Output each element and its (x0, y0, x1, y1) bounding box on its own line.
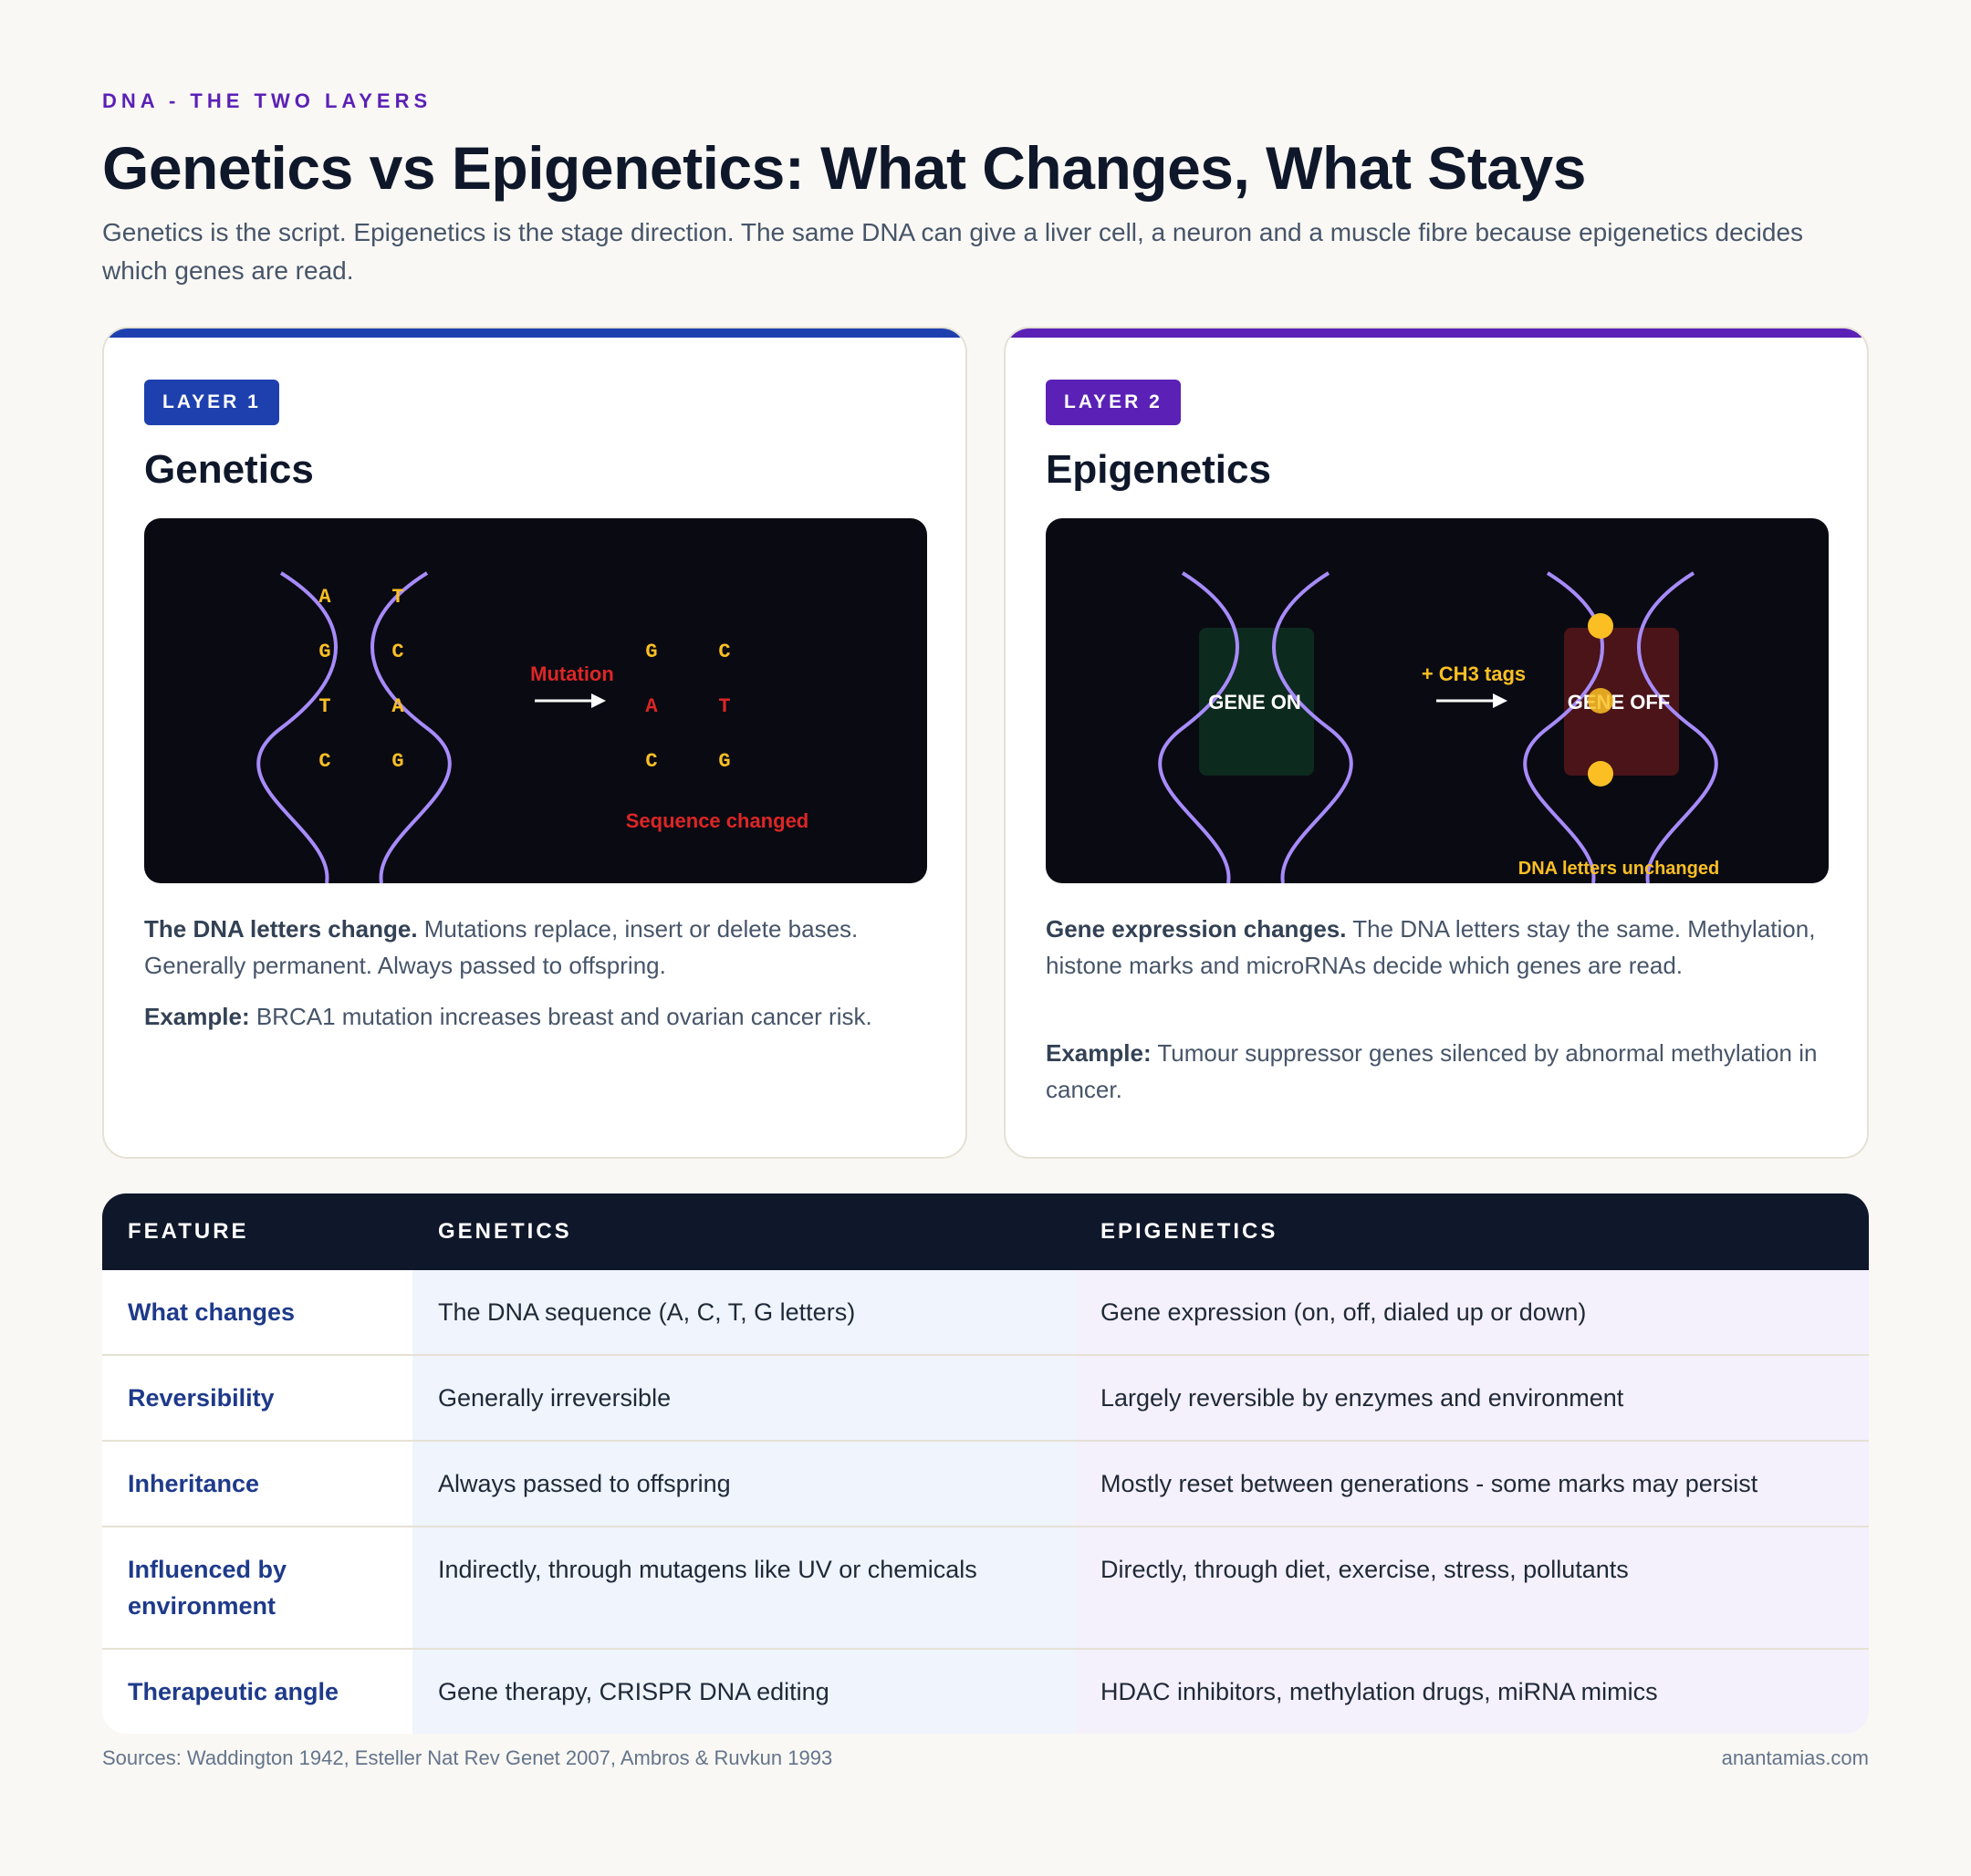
gene-off-box (1564, 628, 1679, 776)
table-header: FEATURE GENETICS EPIGENETICS (102, 1193, 1869, 1270)
dna-unchanged-caption: DNA letters unchanged (1518, 859, 1719, 879)
base-mutated-left-2: A (645, 695, 658, 718)
comparison-table: FEATURE GENETICS EPIGENETICS What change… (102, 1193, 1869, 1734)
epigenetics-desc-bold: Gene expression changes. (1046, 915, 1347, 943)
genetics-example-label: Example: (144, 1003, 250, 1030)
gene-on-box (1199, 628, 1314, 776)
methyl-tag-icon (1588, 688, 1613, 714)
epigenetics-cell: Largely reversible by enzymes and enviro… (1075, 1356, 1869, 1440)
base-mutated-left-1: G (645, 641, 657, 663)
kicker: DNA - THE TWO LAYERS (102, 89, 433, 112)
genetics-card: LAYER 1 Genetics A G T C T C A G G A C (102, 327, 967, 1159)
page-title: Genetics vs Epigenetics: What Changes, W… (102, 134, 1586, 202)
genetics-layer-badge: LAYER 1 (144, 380, 279, 425)
dna-strand-on-right (1272, 571, 1353, 883)
genetics-diagram: A G T C T C A G G A C C T G Mutation (144, 518, 927, 883)
base-mutated-right-3: G (718, 750, 730, 773)
epigenetics-diagram: GENE ON + CH3 tags GENE OFF DNA letters … (1046, 518, 1829, 883)
feature-cell: Reversibility (102, 1356, 412, 1440)
sequence-changed-caption: Sequence changed (626, 809, 809, 832)
genetics-desc-bold: The DNA letters change. (144, 915, 418, 943)
genetics-example: Example: BRCA1 mutation increases breast… (144, 998, 927, 1035)
site-link[interactable]: anantamias.com (1721, 1746, 1869, 1769)
epigenetics-cell: Mostly reset between generations - some … (1075, 1442, 1869, 1526)
ch3-tags-label: + CH3 tags (1422, 662, 1526, 685)
table-row: Therapeutic angle Gene therapy, CRISPR D… (102, 1648, 1869, 1734)
base-original-left-3: T (318, 695, 330, 718)
base-original-right-3: A (391, 695, 404, 718)
genetics-accent-bar (104, 328, 965, 338)
footer: Sources: Waddington 1942, Esteller Nat R… (102, 1746, 1869, 1770)
epigenetics-cell: HDAC inhibitors, methylation drugs, miRN… (1075, 1650, 1869, 1734)
epigenetics-layer-badge: LAYER 2 (1046, 380, 1181, 425)
table-row: What changes The DNA sequence (A, C, T, … (102, 1270, 1869, 1354)
methylation-arrow-icon (1436, 693, 1507, 708)
mutation-label: Mutation (530, 662, 614, 685)
table-row: Reversibility Generally irreversible Lar… (102, 1354, 1869, 1440)
base-original-left-2: G (318, 641, 330, 663)
genetics-cell: Always passed to offspring (412, 1442, 1075, 1526)
genetics-heading: Genetics (144, 447, 314, 492)
dna-strand-right (370, 571, 452, 883)
base-original-left-1: A (318, 586, 331, 609)
header-genetics: GENETICS (438, 1219, 572, 1244)
epigenetics-accent-bar (1006, 328, 1867, 338)
feature-cell: Influenced by environment (102, 1527, 412, 1648)
epigenetics-example: Example: Tumour suppressor genes silence… (1046, 1035, 1829, 1108)
epigenetics-diagram-svg: GENE ON + CH3 tags GENE OFF DNA letters … (1158, 571, 1719, 883)
genetics-cell: Indirectly, through mutagens like UV or … (412, 1527, 1075, 1648)
dna-strand-left (256, 571, 338, 883)
genetics-description: The DNA letters change. Mutations replac… (144, 911, 927, 984)
table-row: Inheritance Always passed to offspring M… (102, 1440, 1869, 1526)
page-subtitle: Genetics is the script. Epigenetics is t… (102, 218, 1804, 285)
header-epigenetics: EPIGENETICS (1100, 1219, 1278, 1244)
feature-cell: What changes (102, 1270, 412, 1354)
methyl-tag-icon (1588, 613, 1613, 639)
gene-on-label: GENE ON (1208, 691, 1300, 714)
base-original-right-2: C (391, 641, 403, 663)
gene-off-label: GENE OFF (1568, 691, 1670, 714)
genetics-diagram-svg: A G T C T C A G G A C C T G Mutation (256, 571, 809, 883)
table-body: What changes The DNA sequence (A, C, T, … (102, 1270, 1869, 1734)
epigenetics-cell: Gene expression (on, off, dialed up or d… (1075, 1270, 1869, 1354)
base-original-right-4: G (391, 750, 403, 773)
epigenetics-heading: Epigenetics (1046, 447, 1271, 492)
epigenetics-description: Gene expression changes. The DNA letters… (1046, 911, 1829, 984)
base-original-right-1: T (391, 586, 403, 609)
methyl-tag-icon (1588, 761, 1613, 787)
base-mutated-right-1: C (718, 641, 730, 663)
base-mutated-right-2: T (718, 695, 730, 718)
table-row: Influenced by environment Indirectly, th… (102, 1526, 1869, 1648)
header-feature: FEATURE (128, 1219, 249, 1244)
base-mutated-left-3: C (645, 750, 657, 773)
feature-cell: Inheritance (102, 1442, 412, 1526)
genetics-example-text: BRCA1 mutation increases breast and ovar… (249, 1003, 872, 1030)
genetics-cell: Gene therapy, CRISPR DNA editing (412, 1650, 1075, 1734)
epigenetics-desc-text: The DNA letters stay the same. Methylati… (1046, 915, 1816, 979)
genetics-desc-text: Mutations replace, insert or delete base… (144, 915, 859, 979)
epigenetics-card: LAYER 2 Epigenetics GENE ON + CH3 tags G… (1004, 327, 1869, 1159)
epigenetics-cell: Directly, through diet, exercise, stress… (1075, 1527, 1869, 1648)
mutation-arrow-icon (535, 693, 606, 708)
genetics-cell: The DNA sequence (A, C, T, G letters) (412, 1270, 1075, 1354)
feature-cell: Therapeutic angle (102, 1650, 412, 1734)
genetics-cell: Generally irreversible (412, 1356, 1075, 1440)
epigenetics-example-label: Example: (1046, 1039, 1152, 1067)
dna-strand-off-right (1637, 571, 1718, 883)
dna-strand-on-left (1158, 571, 1239, 883)
epigenetics-example-text: Tumour suppressor genes silenced by abno… (1046, 1039, 1818, 1103)
base-original-left-4: C (318, 750, 330, 773)
sources-text: Sources: Waddington 1942, Esteller Nat R… (102, 1746, 833, 1769)
